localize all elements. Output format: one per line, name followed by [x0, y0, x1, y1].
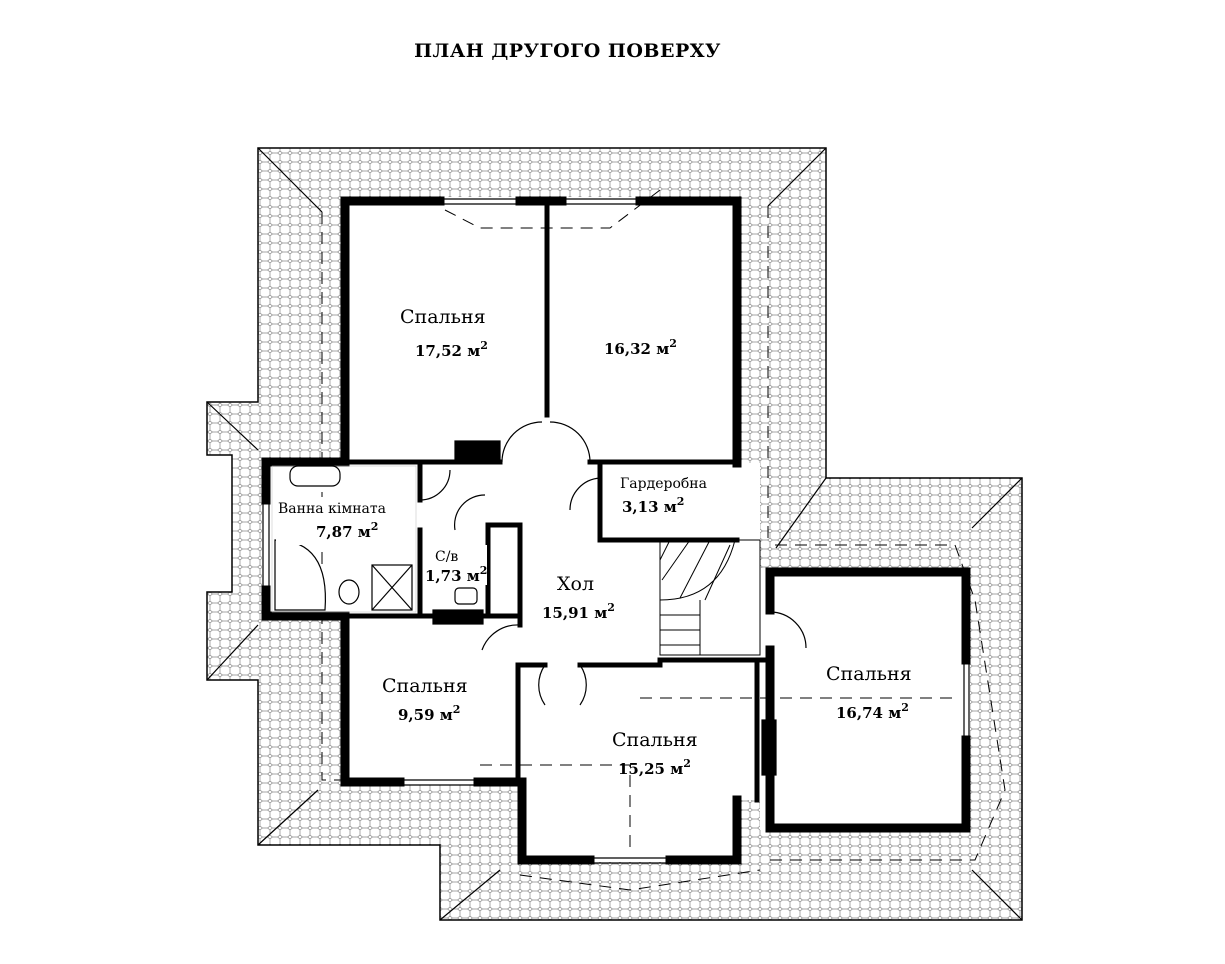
- washbasin-icon: [454, 587, 478, 605]
- room-name: Гардеробна: [620, 476, 707, 492]
- room-name: Хол: [557, 573, 594, 595]
- interior: [262, 197, 970, 862]
- room-bedroom-2: 16,32 м2: [604, 337, 677, 358]
- svg-text:7,87 м2: 7,87 м2: [316, 520, 378, 541]
- room-name: Спальня: [826, 663, 912, 685]
- room-bedroom-3: Спальня 9,59 м2: [382, 675, 468, 724]
- svg-text:16,32 м2: 16,32 м2: [604, 337, 677, 358]
- svg-text:16,74 м2: 16,74 м2: [836, 701, 909, 722]
- room-area: 16,74 м: [836, 704, 901, 722]
- svg-text:15,25 м2: 15,25 м2: [618, 757, 691, 778]
- room-hall: Хол 15,91 м2: [542, 573, 615, 622]
- room-area: 17,52 м: [415, 342, 480, 360]
- svg-text:3,13 м2: 3,13 м2: [622, 495, 684, 516]
- room-bedroom-5: Спальня 16,74 м2: [826, 663, 912, 722]
- svg-text:1,73 м2: 1,73 м2: [425, 564, 487, 585]
- bathroom-tile: [271, 465, 417, 613]
- svg-text:9,59 м2: 9,59 м2: [398, 703, 460, 724]
- room-name: Спальня: [382, 675, 468, 697]
- double-sink-icon: [289, 465, 341, 487]
- svg-text:17,52 м2: 17,52 м2: [415, 339, 488, 360]
- room-wc: С/в 1,73 м2: [425, 545, 487, 585]
- room-area: 15,25 м: [618, 760, 683, 778]
- room-name: Спальня: [400, 306, 486, 328]
- staircase: [659, 539, 761, 656]
- room-name: Ванна кімната: [278, 501, 386, 517]
- room-bathroom: Ванна кімната 7,87 м2: [276, 497, 412, 545]
- room-bedroom-4: Спальня 15,25 м2: [612, 729, 698, 778]
- room-area: 1,73 м: [425, 567, 480, 585]
- room-area: 7,87 м: [316, 523, 371, 541]
- door-swings: [419, 421, 807, 706]
- room-area: 16,32 м: [604, 340, 669, 358]
- room-name: С/в: [435, 549, 458, 565]
- room-area: 3,13 м: [622, 498, 677, 516]
- svg-text:15,91 м2: 15,91 м2: [542, 601, 615, 622]
- room-area: 9,59 м: [398, 706, 453, 724]
- room-bedroom-1: Спальня 17,52 м2: [400, 306, 488, 360]
- room-area: 15,91 м: [542, 604, 607, 622]
- roof-hip-lines: [206, 147, 1023, 921]
- toilet-icon: [338, 579, 360, 605]
- room-wardrobe: Гардеробна 3,13 м2: [620, 476, 707, 516]
- plan-title: ПЛАН ДРУГОГО ПОВЕРХУ: [414, 40, 721, 62]
- fixtures: [274, 440, 777, 776]
- room-name: Спальня: [612, 729, 698, 751]
